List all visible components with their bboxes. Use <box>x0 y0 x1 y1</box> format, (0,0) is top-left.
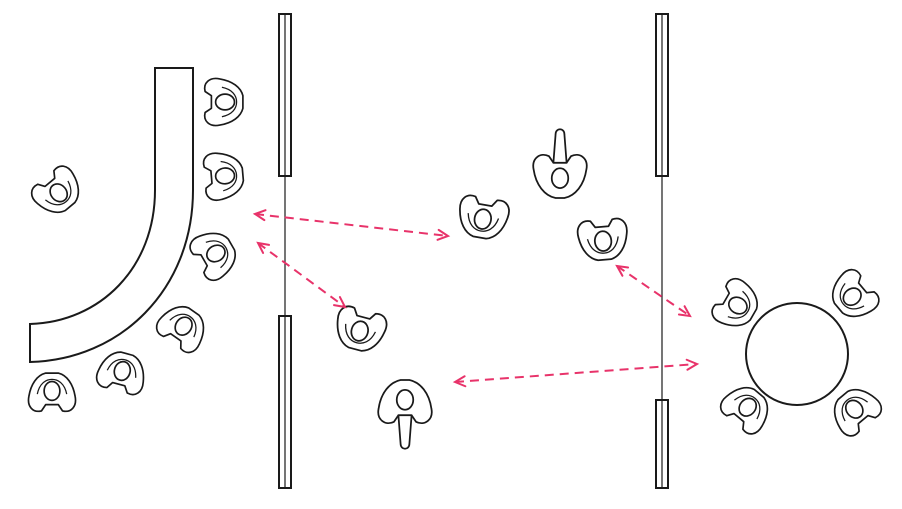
arrowhead <box>615 264 630 277</box>
person-icon <box>454 192 512 243</box>
arrowhead <box>685 358 700 371</box>
sightline-arrow <box>254 213 449 237</box>
person-icon <box>185 223 244 285</box>
person-icon <box>575 216 631 263</box>
arrowhead <box>436 228 451 241</box>
person-icon <box>330 303 390 357</box>
curved-counter <box>29 67 194 364</box>
round-table <box>745 302 849 406</box>
arrowhead <box>677 305 692 318</box>
person-icon <box>201 150 246 202</box>
arrowhead <box>332 296 347 309</box>
person-icon <box>151 297 214 358</box>
person-icon <box>203 77 244 127</box>
sightline-arrow <box>616 265 691 317</box>
arrowhead <box>252 209 267 222</box>
left-partition-wall <box>278 13 292 489</box>
person-icon <box>377 379 433 450</box>
person-icon <box>26 161 89 223</box>
arrowhead <box>452 375 467 388</box>
sightline-arrow <box>454 363 698 383</box>
sightline-arrows <box>252 209 700 388</box>
person-icon <box>532 128 588 199</box>
sightline-arrow <box>257 242 346 308</box>
arrowhead <box>256 241 271 254</box>
right-partition-wall <box>655 13 669 489</box>
person-icon <box>93 346 151 398</box>
person-icon <box>27 372 77 413</box>
